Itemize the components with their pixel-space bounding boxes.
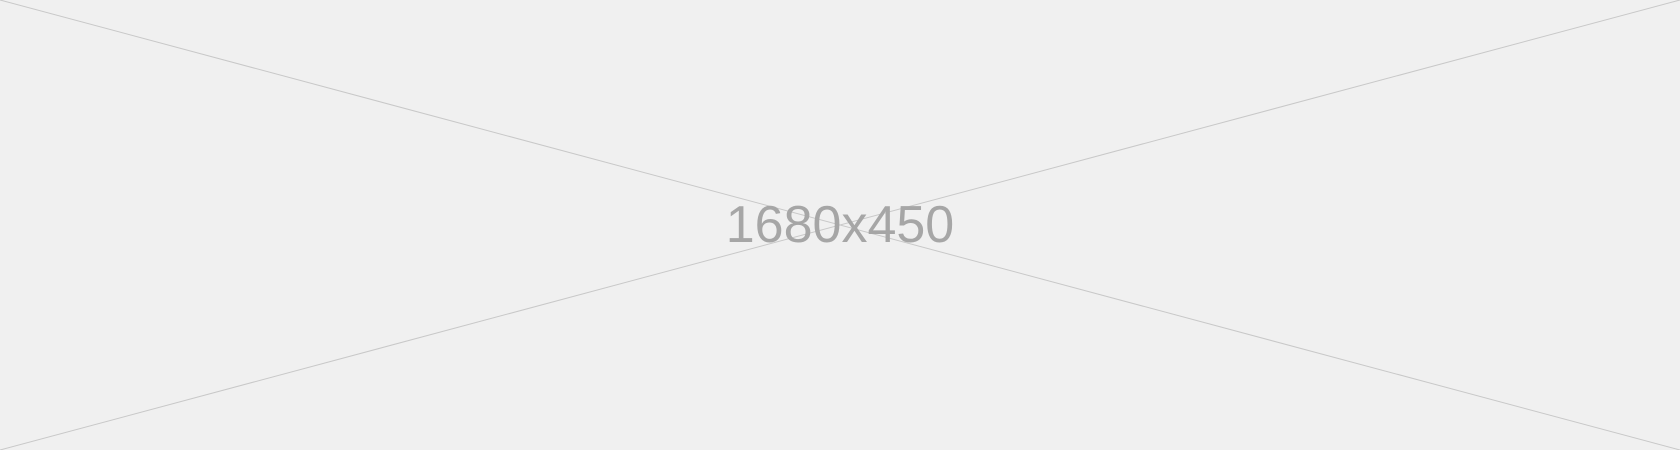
placeholder-dimension-label: 1680x450: [725, 196, 955, 254]
